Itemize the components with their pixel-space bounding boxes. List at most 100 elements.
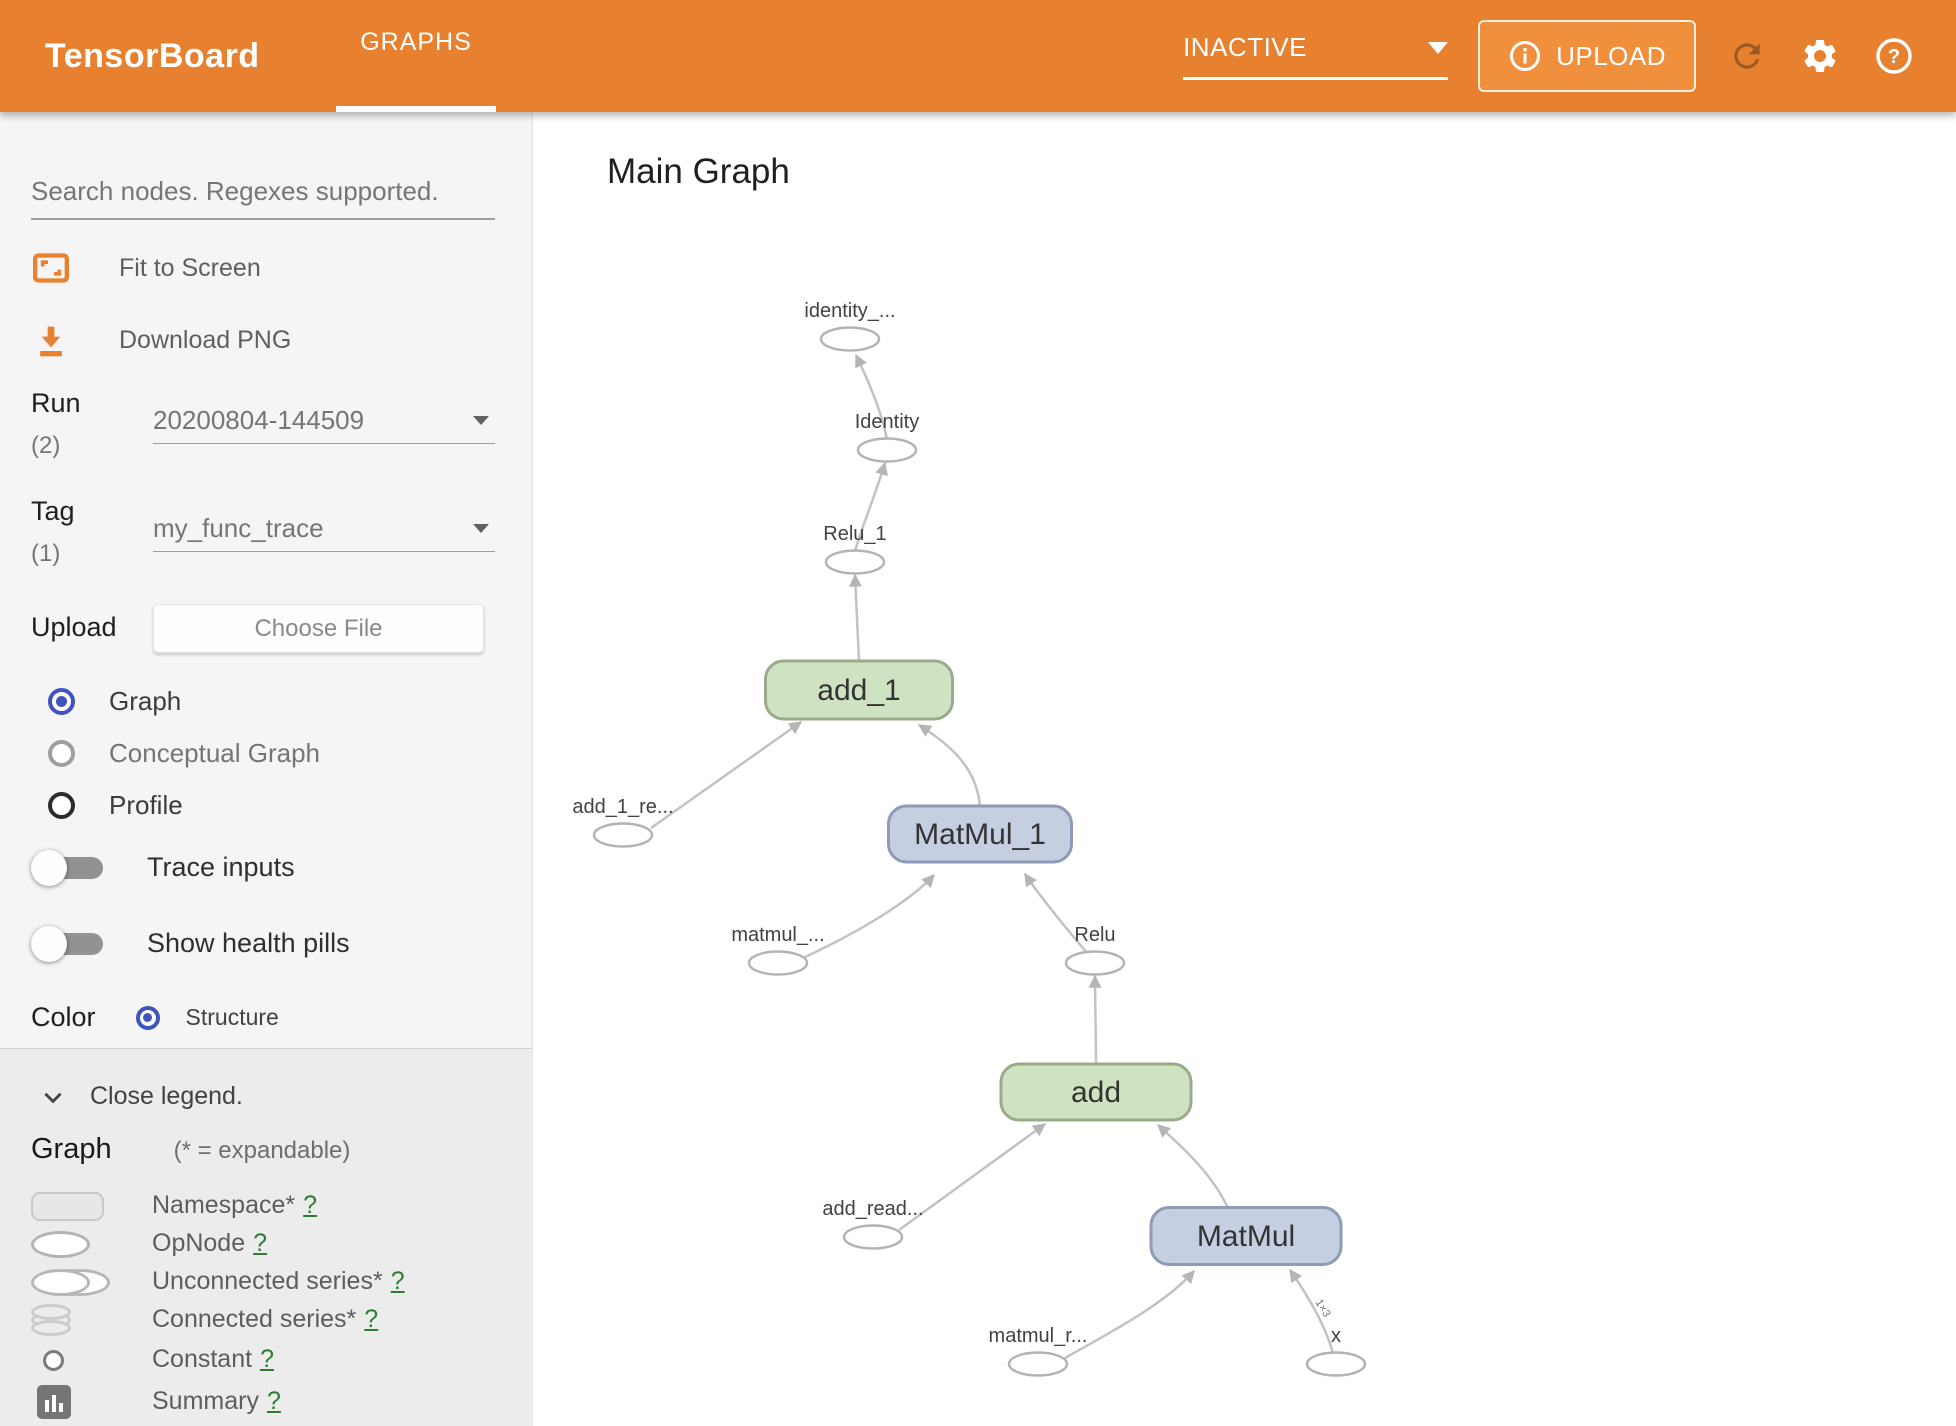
radio-conceptual-graph[interactable]: Conceptual Graph: [48, 738, 320, 769]
edge-add_1_re...-to-add_1: [650, 720, 803, 830]
unconnected-help-link[interactable]: ?: [390, 1267, 405, 1295]
namespace-help-link[interactable]: ?: [303, 1191, 318, 1219]
legend-summary-label: Summary: [152, 1387, 259, 1415]
edge-add_read...-to-add: [898, 1122, 1047, 1232]
refresh-button[interactable]: [1728, 37, 1766, 75]
upload-button-label: UPLOAD: [1556, 40, 1666, 71]
legend-constant-label: Constant: [152, 1345, 253, 1373]
opnode-label-matmul_r...: matmul_r...: [989, 1325, 1088, 1347]
legend-item-connected-series: Connected series*?: [0, 1301, 533, 1339]
summary-shape-icon: [37, 1385, 71, 1419]
opnode-label-x: x: [1331, 1325, 1341, 1347]
upload-label: Upload: [31, 612, 117, 642]
radio-structure[interactable]: [135, 1005, 160, 1030]
edge-matmul_r...-to-MatMul: [1064, 1270, 1195, 1360]
constant-shape-icon: [43, 1349, 64, 1371]
opnode-Identity[interactable]: [856, 437, 918, 463]
opnode-shape-icon: [31, 1230, 90, 1258]
opnode-identity_...[interactable]: [819, 326, 881, 352]
chevron-down-icon: [473, 524, 489, 533]
info-icon: [1508, 39, 1542, 73]
node-MatMul_1[interactable]: [887, 804, 1073, 864]
opnode-x[interactable]: [1305, 1351, 1367, 1377]
close-legend-button[interactable]: Close legend.: [40, 1082, 243, 1111]
opnode-label-identity_...: identity_...: [804, 300, 895, 322]
legend-connected-label: Connected series*: [152, 1305, 357, 1333]
toggle-off-icon: [31, 849, 103, 886]
legend-item-namespace: Namespace*?: [0, 1187, 533, 1225]
opnode-matmul_...[interactable]: [747, 950, 809, 976]
legend-namespace-label: Namespace*: [152, 1191, 296, 1219]
opnode-add_1_re...[interactable]: [592, 822, 654, 848]
legend-title-row: Graph (* = expandable): [31, 1133, 350, 1166]
close-legend-label: Close legend.: [90, 1082, 243, 1110]
opnode-label-add_read...: add_read...: [822, 1198, 923, 1220]
opnode-Relu_1[interactable]: [824, 549, 886, 575]
status-dropdown-value: INACTIVE: [1183, 32, 1307, 62]
edge-MatMul_1-to-add_1: [917, 723, 982, 808]
gear-icon[interactable]: [1800, 36, 1840, 76]
node-MatMul[interactable]: [1149, 1206, 1343, 1266]
legend-item-constant: Constant?: [0, 1341, 533, 1379]
radio-profile[interactable]: Profile: [48, 790, 183, 821]
show-health-pills-label: Show health pills: [147, 928, 350, 958]
edge-x-to-MatMul: [1288, 1268, 1335, 1354]
download-icon: [31, 320, 71, 360]
constant-help-link[interactable]: ?: [260, 1345, 274, 1373]
summary-help-link[interactable]: ?: [266, 1387, 281, 1415]
node-label-MatMul_1: MatMul_1: [914, 818, 1046, 851]
legend-item-unconnected-series: Unconnected series*?: [0, 1263, 533, 1301]
toggle-off-icon: [31, 925, 103, 962]
fit-to-screen-button[interactable]: Fit to Screen: [31, 248, 261, 288]
run-label: Run: [31, 388, 81, 418]
node-label-MatMul: MatMul: [1197, 1220, 1295, 1253]
opnode-Relu[interactable]: [1064, 950, 1126, 976]
choose-file-button[interactable]: Choose File: [153, 604, 484, 653]
tab-graphs-label: GRAPHS: [360, 28, 472, 56]
node-label-add_1: add_1: [817, 674, 900, 707]
legend-item-summary: Summary?: [0, 1383, 533, 1421]
edge-shape-label: 1×3: [1313, 1297, 1333, 1319]
radio-conceptual-graph-label: Conceptual Graph: [109, 738, 321, 768]
opnode-matmul_r...[interactable]: [1007, 1351, 1069, 1377]
opnode-help-link[interactable]: ?: [253, 1229, 268, 1257]
upload-button[interactable]: UPLOAD: [1478, 20, 1696, 92]
opnode-label-Relu: Relu: [1074, 924, 1115, 946]
run-select-value: 20200804-144509: [153, 405, 365, 435]
opnode-add_read...[interactable]: [842, 1224, 904, 1250]
tab-graphs[interactable]: GRAPHS: [336, 0, 496, 112]
edge-matmul_...-to-MatMul_1: [804, 874, 935, 959]
show-health-pills-toggle[interactable]: Show health pills: [31, 925, 350, 962]
tag-count: (1): [31, 540, 61, 567]
opnode-label-add_1_re...: add_1_re...: [572, 796, 673, 818]
status-dropdown[interactable]: INACTIVE: [1183, 32, 1449, 80]
search-input[interactable]: [31, 164, 495, 220]
tag-select[interactable]: my_func_trace: [153, 506, 495, 552]
chevron-down-icon: [473, 416, 489, 425]
legend-subtitle: (* = expandable): [173, 1137, 351, 1164]
node-label-add: add: [1071, 1076, 1121, 1109]
unconnected-series-shape-icon: [31, 1268, 110, 1296]
node-add_1[interactable]: [764, 659, 954, 721]
legend-title: Graph: [31, 1133, 112, 1165]
namespace-shape-icon: [31, 1191, 104, 1221]
connected-series-shape-icon: [31, 1304, 75, 1338]
trace-inputs-label: Trace inputs: [147, 852, 295, 882]
opnode-label-matmul_...: matmul_...: [731, 924, 824, 946]
edge-add-to-Relu: [1088, 974, 1102, 1065]
radio-unselected-icon: [48, 792, 75, 819]
connected-help-link[interactable]: ?: [364, 1305, 379, 1333]
trace-inputs-toggle[interactable]: Trace inputs: [31, 849, 295, 886]
opnode-label-Relu_1: Relu_1: [823, 523, 886, 545]
download-png-label: Download PNG: [119, 325, 292, 354]
sidebar: Fit to Screen Download PNG Run (2) 20200…: [0, 112, 533, 1426]
legend-unconnected-label: Unconnected series*: [152, 1267, 383, 1295]
run-select[interactable]: 20200804-144509: [153, 398, 495, 444]
download-png-button[interactable]: Download PNG: [31, 320, 291, 360]
radio-graph[interactable]: Graph: [48, 686, 181, 717]
help-icon[interactable]: ?: [1874, 36, 1914, 76]
color-structure-label: Structure: [185, 1004, 279, 1030]
node-add[interactable]: [999, 1062, 1193, 1122]
